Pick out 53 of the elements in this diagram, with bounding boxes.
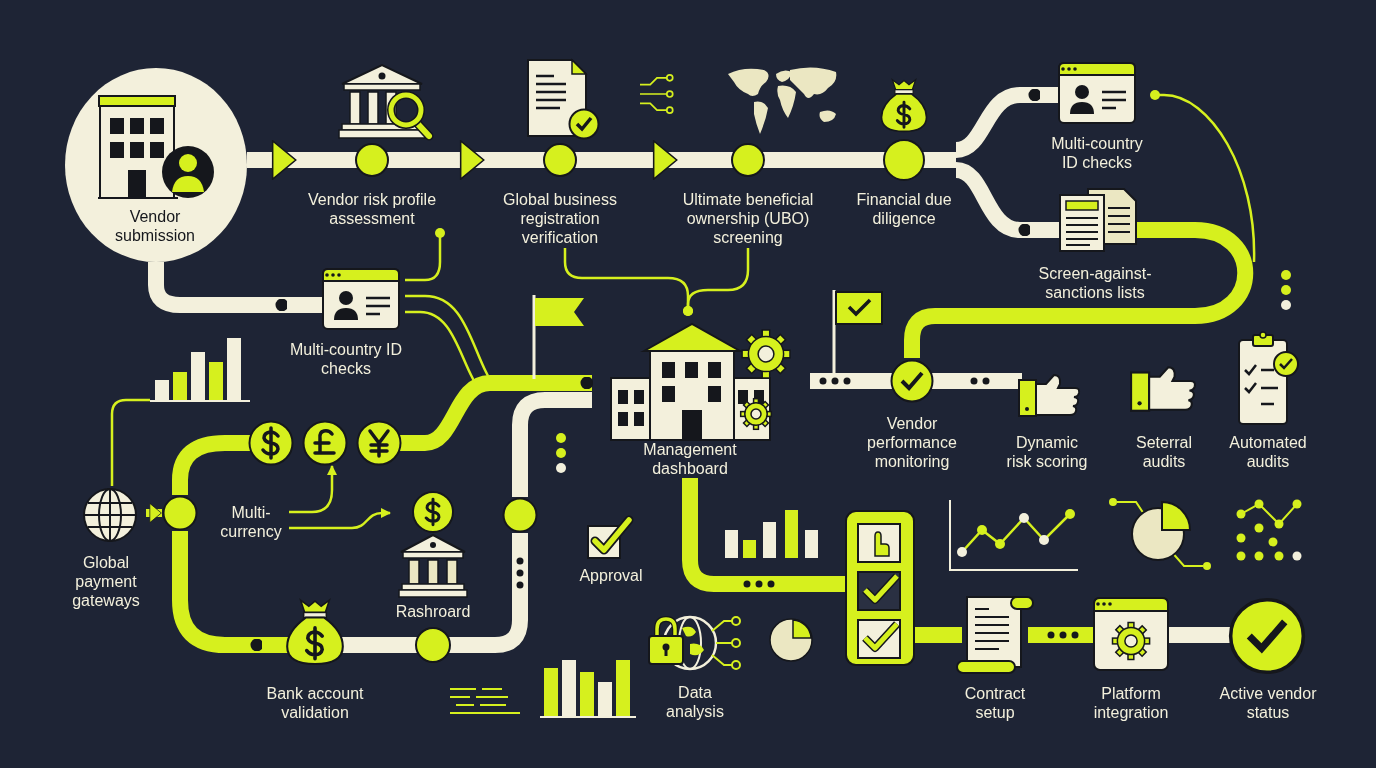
node-label: Vendor performance monitoring [866, 414, 958, 471]
node-label: Ultimate beneficial ownership (UBO) screening [681, 190, 815, 247]
node-label: Dynamic risk scoring [1005, 433, 1089, 471]
node-label: Platform integration [1092, 684, 1170, 722]
node-label: Vendor submission [114, 207, 196, 245]
coins-icon [236, 420, 414, 466]
node-label: Automated audits [1228, 433, 1308, 471]
node-label: Global business registration verification [502, 190, 618, 247]
pipe-line [512, 392, 592, 497]
node-label: Bank account validation [265, 684, 365, 722]
node-label: Data analysis [665, 683, 725, 721]
node-label: Rashroard [394, 602, 472, 621]
pipe-line [966, 373, 995, 389]
node-label: Active vendor status [1218, 684, 1318, 722]
node-label: Multi-country ID checks [289, 340, 403, 378]
pipe-line [148, 262, 289, 313]
pipe-line [368, 637, 390, 653]
pipe-line [810, 373, 858, 389]
pipe-line [954, 162, 1032, 238]
pipe-line [842, 152, 852, 168]
node-label: Multi-currency [219, 503, 283, 541]
node-label: Approval [578, 566, 644, 585]
station-circle [502, 497, 538, 533]
pipe-line [682, 478, 845, 592]
node-label: Financial due diligence [855, 190, 953, 228]
pipe-line [904, 222, 1254, 358]
connector-line [683, 248, 750, 316]
node-label: Screen-against-sanctions lists [1037, 264, 1153, 302]
node-label: Vendor risk profile assessment [306, 190, 438, 228]
connector-line [110, 398, 150, 486]
pipe-line [1040, 627, 1085, 643]
connector-line [405, 310, 476, 382]
connector-line [405, 294, 490, 377]
node-label: Management dashboard [642, 440, 738, 478]
connector-arrow [289, 465, 337, 514]
pipe-line [172, 531, 264, 653]
pipe-line [954, 87, 1042, 158]
node-label: Global payment gateways [71, 553, 141, 610]
bar-chart-icon [150, 336, 250, 402]
pipe-line [1177, 627, 1210, 643]
pipe-line [915, 627, 950, 643]
connector-line [405, 228, 445, 282]
station-circle [162, 495, 198, 531]
connector-arrow [289, 508, 391, 530]
node-label: Contract setup [963, 684, 1027, 722]
pipe-arrow [247, 140, 297, 180]
pipe-arrow [447, 140, 485, 180]
checklist-icon [845, 510, 915, 666]
pipe-line [414, 375, 594, 451]
node-label: Multi-country ID checks [1050, 134, 1144, 172]
pipe-arrow [635, 140, 678, 180]
node-label: Seterral audits [1135, 433, 1193, 471]
connector-line [1150, 90, 1256, 262]
